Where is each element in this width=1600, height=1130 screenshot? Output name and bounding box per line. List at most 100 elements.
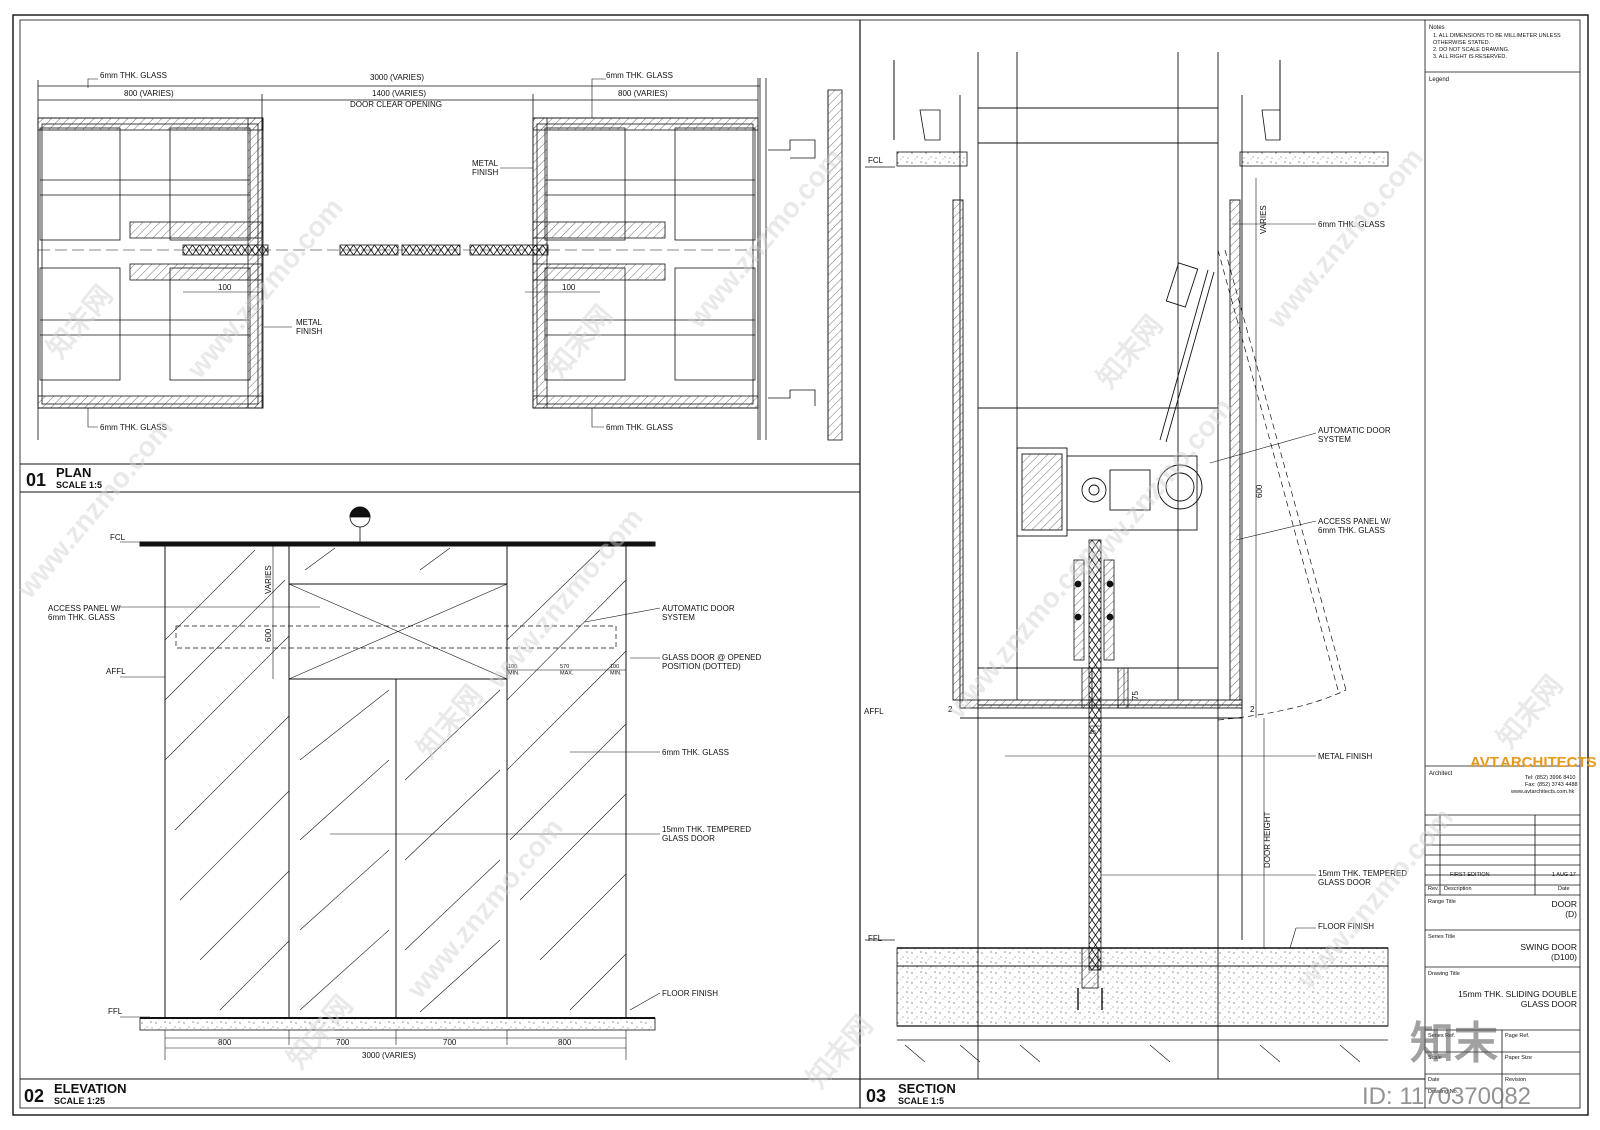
- plan-glass-label-tl: 6mm THK. GLASS: [100, 71, 167, 80]
- page-ref-field: Page Ref.: [1505, 1033, 1530, 1039]
- plan-clear-opening-note: DOOR CLEAR OPENING: [350, 100, 442, 109]
- svg-text:www.znzmo.com: www.znzmo.com: [1260, 142, 1429, 335]
- section-view: FCL AFFL FFL 6mm THK. GLASS AUTOMATIC DO…: [864, 52, 1407, 1106]
- description-header: Description: [1444, 886, 1472, 892]
- contact-web: www.avtarchitects.com.hk: [1510, 789, 1575, 795]
- svg-text:知末网: 知末网: [40, 279, 119, 364]
- section-600-dim: 600: [1255, 484, 1264, 498]
- drawing-no-field: Drawing No.: [1428, 1089, 1459, 1095]
- section-2a-dim: 2: [948, 705, 953, 714]
- section-view-number: 03: [866, 1086, 886, 1106]
- date-field: Date: [1428, 1077, 1440, 1083]
- svg-text:www.znzmo.com: www.znzmo.com: [180, 192, 349, 385]
- plan-left-width: 800 (VARIES): [124, 89, 174, 98]
- revision-description: FIRST EDITION: [1450, 872, 1490, 878]
- range-title-heading: Range Title: [1428, 899, 1456, 905]
- revision-field: Revision: [1505, 1077, 1526, 1083]
- elev-glass-6mm-label: 6mm THK. GLASS: [662, 748, 729, 757]
- section-door-height-dim: DOOR HEIGHT: [1263, 811, 1272, 868]
- elev-overall-dim: 3000 (VARIES): [362, 1051, 416, 1060]
- elev-varies-dim: VARIES: [264, 565, 273, 594]
- elev-fcl-label: FCL: [110, 533, 126, 542]
- svg-text:知末网: 知末网: [1090, 309, 1169, 394]
- elev-ffl-label: FFL: [108, 1007, 123, 1016]
- elev-dim-800-b: 800: [558, 1038, 572, 1047]
- date-header: Date: [1558, 886, 1570, 892]
- legend-heading: Legend: [1429, 77, 1449, 83]
- notes-heading: Notes: [1429, 25, 1445, 31]
- elev-600-dim: 600: [264, 628, 273, 642]
- elev-access-panel-label: ACCESS PANEL W/6mm THK. GLASS: [48, 604, 121, 622]
- series-title-heading: Series Title: [1428, 934, 1455, 940]
- notes-line-4: 3. ALL RIGHT IS RESERVED.: [1433, 54, 1507, 60]
- elevation-view-scale: SCALE 1:25: [54, 1096, 105, 1106]
- svg-text:ARCHITECTS: ARCHITECTS: [1500, 754, 1597, 771]
- auto-door-mechanism: [1016, 262, 1215, 537]
- id-watermark: ID: 1170370082: [1362, 1083, 1531, 1110]
- section-floor-finish-label: FLOOR FINISH: [1318, 922, 1374, 931]
- section-metal-finish-label: METAL FINISH: [1318, 752, 1372, 761]
- plan-glass-label-br: 6mm THK. GLASS: [606, 423, 673, 432]
- elev-floor-finish-label: FLOOR FINISH: [662, 989, 718, 998]
- section-75-dim: 75: [1131, 691, 1140, 700]
- brand-watermark: 知末: [1410, 1019, 1498, 1068]
- svg-text:www.znzmo.com: www.znzmo.com: [10, 412, 179, 605]
- plan-glass-label-tr: 6mm THK. GLASS: [606, 71, 673, 80]
- section-glass-door-leaf: [1073, 539, 1129, 971]
- section-varies-dim: VARIES: [1259, 205, 1268, 234]
- scale-field: Scale: [1428, 1055, 1442, 1061]
- plan-view-scale: SCALE 1:5: [56, 480, 102, 490]
- plan-overall-dim: 3000 (VARIES): [370, 73, 424, 82]
- section-marker-icon: [349, 506, 371, 545]
- plan-right-width: 800 (VARIES): [618, 89, 668, 98]
- section-fcl-label: FCL: [868, 156, 884, 165]
- notes-line-1: 1. ALL DIMENSIONS TO BE MILLIMETER UNLES…: [1433, 33, 1561, 39]
- range-title: DOOR(D): [1552, 899, 1578, 919]
- contact-fax: Fax: (852) 3743 4488: [1525, 782, 1578, 788]
- plan-view: 6mm THK. GLASS 6mm THK. GLASS 6mm THK. G…: [26, 71, 843, 490]
- section-2b-dim: 2: [1250, 705, 1255, 714]
- elevation-view-title: ELEVATION: [54, 1081, 126, 1096]
- svg-text:知末网: 知末网: [410, 679, 489, 764]
- paper-size-field: Paper Size: [1505, 1055, 1532, 1061]
- title-block: Notes 1. ALL DIMENSIONS TO BE MILLIMETER…: [1424, 20, 1597, 1108]
- section-25-dim: 25: [1090, 730, 1096, 736]
- series-ref-field: Series Ref.: [1428, 1033, 1456, 1039]
- svg-text:AVT: AVT: [1470, 754, 1499, 771]
- contact-tel: Tel: (852) 3996 8410: [1525, 775, 1575, 781]
- section-glass-6mm-label: 6mm THK. GLASS: [1318, 220, 1385, 229]
- svg-text:www.znzmo.com: www.znzmo.com: [1070, 392, 1239, 585]
- svg-text:www.znzmo.com: www.znzmo.com: [680, 142, 849, 335]
- elev-affl-label: AFFL: [106, 667, 126, 676]
- section-affl-label: AFFL: [864, 707, 884, 716]
- notes-line-2: OTHERWISE STATED.: [1433, 40, 1491, 46]
- svg-text:知末网: 知末网: [540, 299, 619, 384]
- avt-architects-logo: AVT ARCHITECTS: [1470, 754, 1597, 771]
- elev-dim-700-a: 700: [336, 1038, 350, 1047]
- svg-text:知末网: 知末网: [800, 1009, 879, 1094]
- architect-heading: Architect: [1429, 771, 1453, 777]
- sheet-frame: [12, 14, 1589, 1116]
- elev-dim-800-a: 800: [218, 1038, 232, 1047]
- revision-date: 1 AUG 17: [1552, 872, 1576, 878]
- plan-view-title: PLAN: [56, 465, 91, 480]
- plan-dim-100-left: 100: [218, 283, 232, 292]
- elevation-view: FCL AFFL FFL ACCESS PANEL W/6mm THK. GLA…: [24, 506, 761, 1106]
- svg-text:知末网: 知末网: [280, 989, 359, 1074]
- section-access-panel-label: ACCESS PANEL W/6mm THK. GLASS: [1318, 517, 1391, 535]
- rev-header: Rev.: [1428, 886, 1439, 892]
- notes-line-3: 2. DO NOT SCALE DRAWING.: [1433, 47, 1510, 53]
- plan-dim-100-right: 100: [562, 283, 576, 292]
